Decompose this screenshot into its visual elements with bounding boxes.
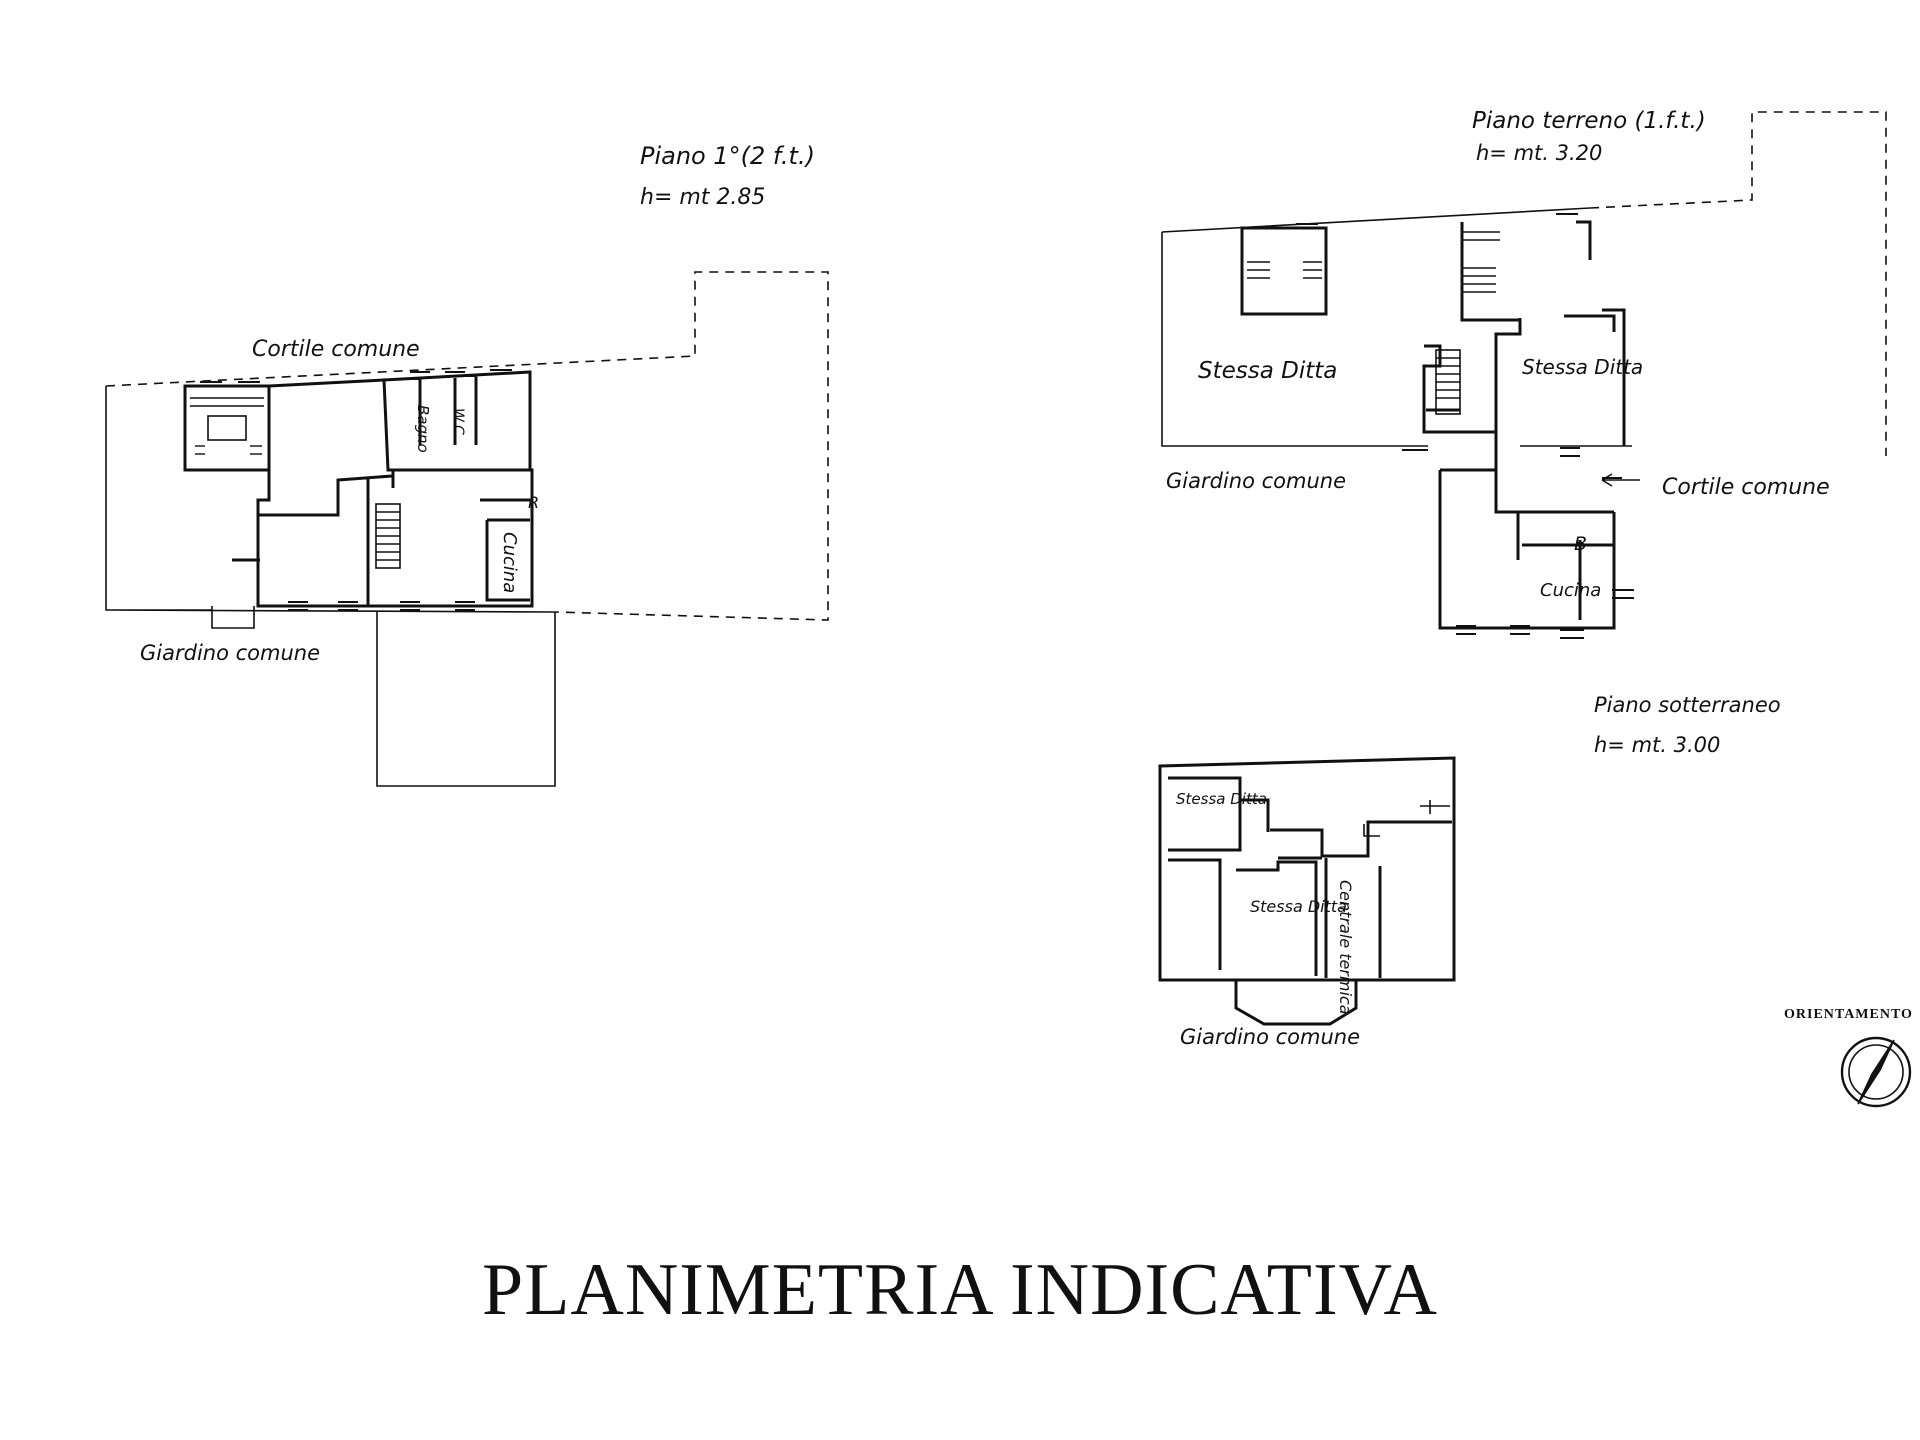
room-label-heating-plant: Centrale termica <box>1336 880 1355 1015</box>
first-floor-courtyard-label: Cortile comune <box>252 337 420 362</box>
orientation-compass: ORIENTAMENTO <box>1784 1007 1913 1108</box>
page-title: PLANIMETRIA INDICATIVA <box>482 1249 1438 1331</box>
compass-needle-icon <box>1857 1039 1895 1105</box>
room-label-b: B <box>1574 533 1587 555</box>
ground-floor-top-stair <box>1462 231 1500 293</box>
ground-floor-height: h= mt. 3.20 <box>1476 141 1602 165</box>
orientation-label: ORIENTAMENTO <box>1784 1007 1913 1022</box>
ground-floor-garden-label: Giardino comune <box>1166 469 1346 493</box>
stair-tower <box>183 384 271 472</box>
ground-floor-walls <box>1422 220 1626 630</box>
basement-entrance-mark <box>1363 800 1450 837</box>
ground-floor-windows <box>1296 213 1634 639</box>
room-label-basement-same-owner-top: Stessa Ditta <box>1176 790 1267 808</box>
ground-floor-plan: Piano terreno (1.f.t.) h= mt. 3.20 <box>1161 108 1887 639</box>
ground-floor-label: Piano terreno (1.f.t.) <box>1472 108 1706 134</box>
basement-plan: Piano sotterraneo h= mt. 3.00 Stessa Dit… <box>1158 693 1781 1049</box>
first-floor-lot-outline <box>105 386 556 613</box>
balcony <box>211 606 255 629</box>
stair-tower-steps <box>190 397 264 455</box>
ground-floor-lot-outline <box>1161 207 1632 447</box>
first-floor-garden-label: Giardino comune <box>140 641 320 665</box>
basement-label: Piano sotterraneo <box>1594 693 1781 717</box>
first-floor-label: Piano 1°(2 f.t.) <box>640 142 815 170</box>
ground-floor-property-boundary <box>1589 111 1887 456</box>
room-label-same-owner-center: Stessa Ditta <box>1522 355 1643 379</box>
ground-floor-stair-box <box>1240 226 1328 316</box>
basement-height: h= mt. 3.00 <box>1594 733 1720 757</box>
room-label-ground-kitchen: Cucina <box>1540 580 1601 601</box>
first-floor-walls <box>232 370 534 608</box>
room-label-kitchen: Cucina <box>499 532 520 593</box>
room-label-bath: Bagno <box>414 405 432 453</box>
room-label-same-owner-left: Stessa Ditta <box>1198 358 1337 384</box>
room-label-basement-same-owner-center: Stessa Ditta <box>1250 897 1347 916</box>
first-floor-windows <box>200 369 512 611</box>
first-floor-garden-block <box>376 612 556 787</box>
basement-walls <box>1158 756 1456 982</box>
basement-garden-label: Giardino comune <box>1180 1025 1360 1049</box>
room-label-wc: W.C. <box>450 408 466 439</box>
courtyard-entrance-arrow <box>1601 473 1640 487</box>
compass-outer-ring-icon <box>1840 1036 1912 1108</box>
compass-inner-ring-icon <box>1848 1044 1904 1100</box>
ground-floor-courtyard-label: Cortile comune <box>1662 475 1830 500</box>
first-floor-height: h= mt 2.85 <box>640 185 765 210</box>
first-floor-property-boundary <box>105 271 829 621</box>
basement-light-well <box>1234 980 1358 1026</box>
first-floor-plan: Piano 1°(2 f.t.) h= mt 2.85 <box>105 142 829 787</box>
room-label-r: R <box>528 493 539 512</box>
